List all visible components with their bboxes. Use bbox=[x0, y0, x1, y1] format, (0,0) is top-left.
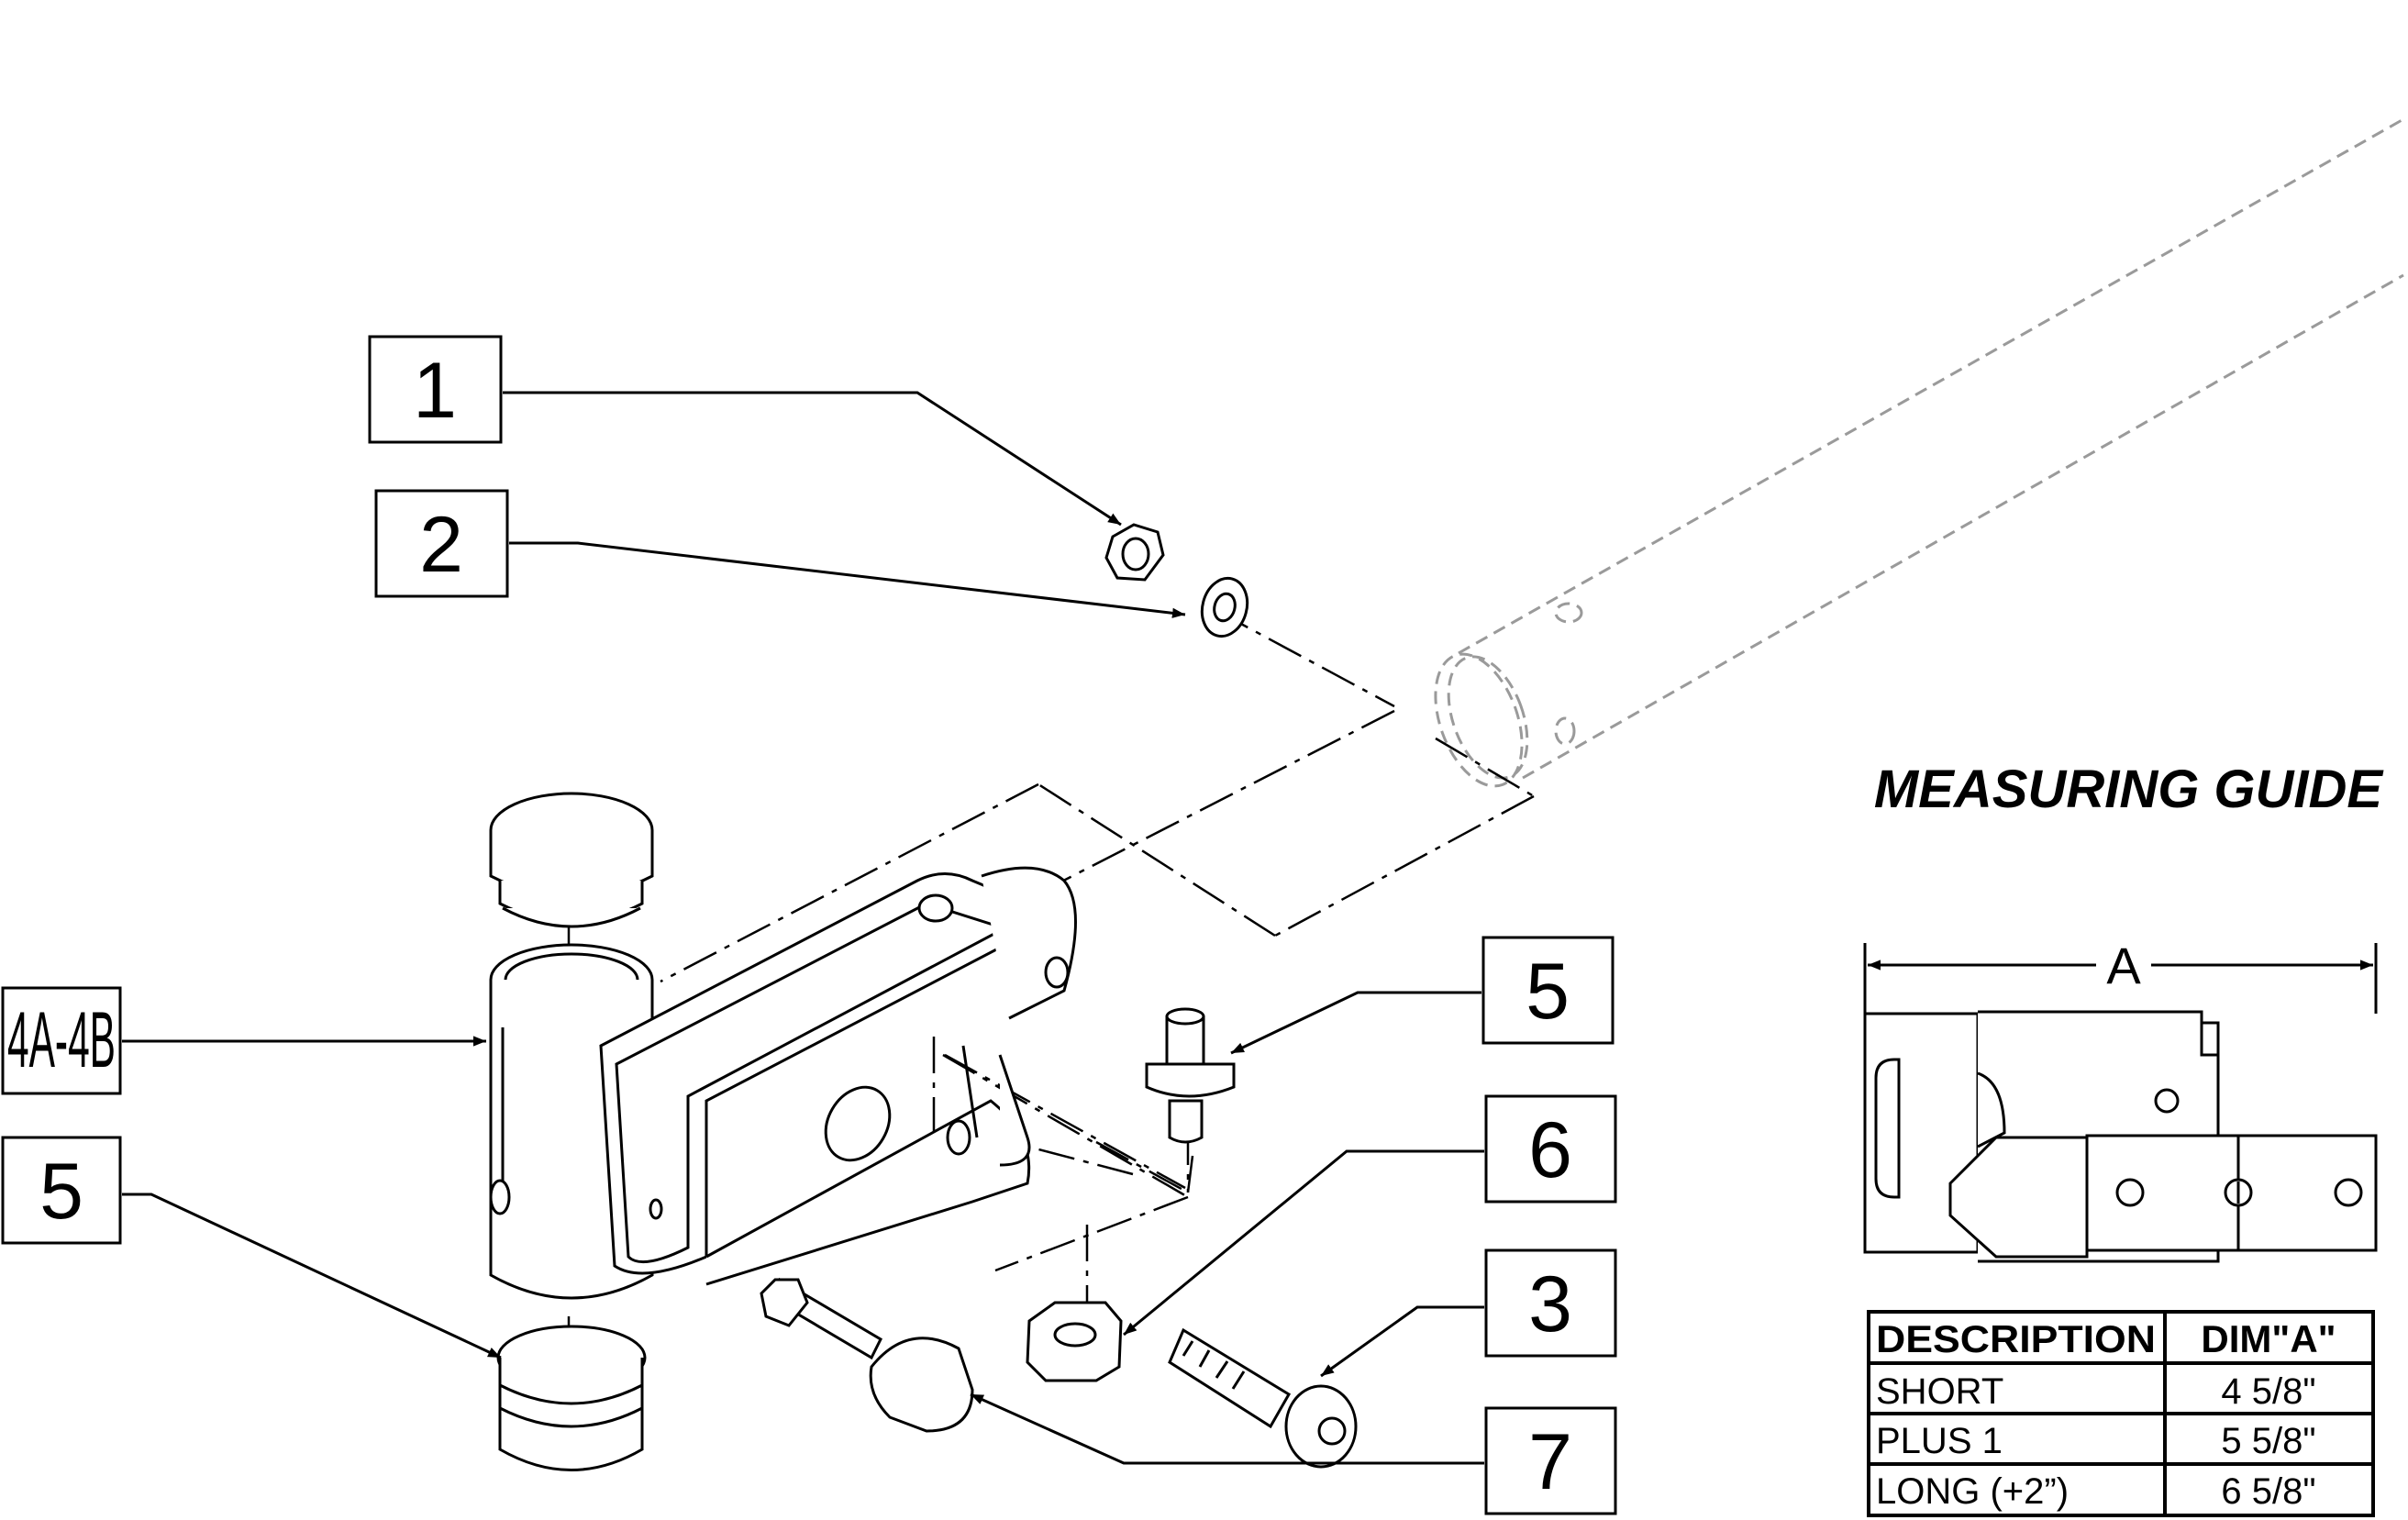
callout-6-label: 6 bbox=[1528, 1106, 1572, 1194]
callout-4a-4b-label: 4A-4B bbox=[7, 996, 116, 1084]
dimension-line-a bbox=[1863, 943, 2378, 1014]
frame-tube bbox=[1434, 117, 2404, 788]
part-6-hex-nut bbox=[1026, 1301, 1123, 1382]
callout-5-right-label: 5 bbox=[1526, 948, 1570, 1036]
table-row-long-description: LONG (+2”) bbox=[1876, 1471, 2069, 1512]
callout-3-label: 3 bbox=[1528, 1260, 1572, 1348]
part-1-lock-nut bbox=[1104, 523, 1165, 582]
callout-4a-4b: 4A-4B bbox=[1, 986, 122, 1095]
part-7-bumper bbox=[760, 1277, 974, 1433]
fork-bracket bbox=[599, 866, 1077, 1286]
part-5-stem-bolt bbox=[1145, 1007, 1236, 1144]
measuring-guide-bracket-view bbox=[1863, 1010, 2378, 1263]
part-4-caster-housing bbox=[489, 792, 654, 1471]
callout-1-label: 1 bbox=[413, 347, 457, 435]
callout-2-label: 2 bbox=[419, 501, 463, 589]
callout-6: 6 bbox=[1484, 1094, 1617, 1204]
table-header-dim-a: DIM"A" bbox=[2201, 1317, 2336, 1360]
table-row-short-dim: 4 5/8" bbox=[2221, 1371, 2315, 1412]
table-row-long-dim: 6 5/8" bbox=[2221, 1471, 2315, 1512]
callout-3: 3 bbox=[1484, 1248, 1617, 1358]
measuring-guide-title: MEASURING GUIDE bbox=[1874, 760, 2385, 819]
table-header-description: DESCRIPTION bbox=[1876, 1317, 2156, 1360]
callout-leader-lines bbox=[122, 391, 1484, 1465]
table-row-plus1-description: PLUS 1 bbox=[1876, 1421, 2003, 1461]
dimension-a-label: A bbox=[2106, 937, 2141, 994]
dimension-table bbox=[1867, 1310, 2375, 1517]
table-row-short-description: SHORT bbox=[1876, 1371, 2003, 1412]
callout-7-label: 7 bbox=[1528, 1418, 1572, 1506]
part-3-bolt bbox=[1168, 1327, 1358, 1469]
part-2-washer bbox=[1200, 576, 1249, 638]
callout-5-left: 5 bbox=[1, 1136, 122, 1245]
table-row-plus1-dim: 5 5/8" bbox=[2221, 1421, 2315, 1461]
callout-1: 1 bbox=[368, 335, 503, 444]
callout-5-right: 5 bbox=[1481, 936, 1615, 1045]
callout-7: 7 bbox=[1484, 1406, 1617, 1515]
callout-5-left-label: 5 bbox=[39, 1148, 83, 1236]
callout-2: 2 bbox=[374, 489, 509, 598]
